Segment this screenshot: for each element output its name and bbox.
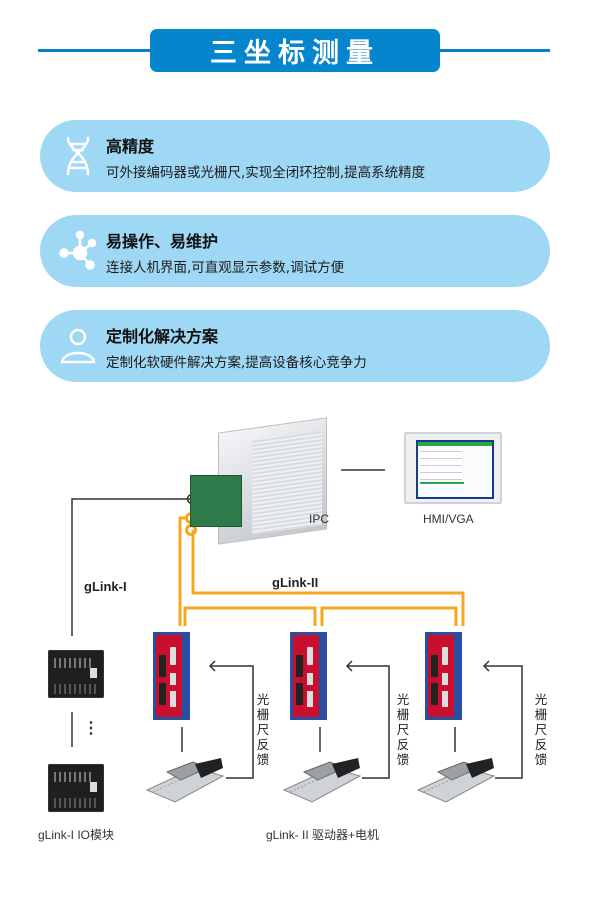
page-title: 三坐标测量 <box>150 29 440 72</box>
feature-title: 高精度 <box>106 137 155 156</box>
feedback-label-2: 光栅尺反馈 <box>396 692 410 767</box>
hmi-screen <box>416 440 494 499</box>
motion-control-card <box>190 475 242 527</box>
feature-description: 可外接编码器或光栅尺,实现全闭环控制,提高系统精度 <box>106 165 426 181</box>
hmi-label: HMI/VGA <box>423 512 474 526</box>
io-module-2 <box>48 764 104 812</box>
network-node-icon <box>59 230 97 270</box>
glink2-line-in <box>178 516 185 626</box>
feature-description: 连接人机界面,可直观显示参数,调试方便 <box>106 260 345 276</box>
glink1-line <box>71 498 190 636</box>
io-module-caption: gLink-I IO模块 <box>38 828 115 842</box>
glink1-label: gLink-I <box>84 579 127 594</box>
feature-description: 定制化软硬件解决方案,提高设备核心竞争力 <box>106 355 367 371</box>
arrow-head-1 <box>208 660 216 672</box>
linear-stage-2 <box>282 758 362 803</box>
feedback-label-1: 光栅尺反馈 <box>256 692 270 767</box>
feedback-line-3 <box>484 665 523 779</box>
servo-drive-2 <box>290 632 327 720</box>
drive-caption: gLink- II 驱动器+电机 <box>266 828 380 842</box>
feature-title: 易操作、易维护 <box>106 232 219 251</box>
glink2-line-link-2-3 <box>320 606 458 626</box>
servo-drive-3 <box>425 632 462 720</box>
glink2-line-link-1-2 <box>183 606 317 626</box>
glink2-label: gLink-II <box>272 575 319 590</box>
linear-stage-3 <box>416 758 496 803</box>
feedback-label-3: 光栅尺反馈 <box>534 692 548 767</box>
arrow-head-3 <box>482 660 490 672</box>
linear-stage-1 <box>145 758 225 803</box>
dna-icon <box>66 136 90 176</box>
title-rule-left <box>38 49 153 52</box>
glink2-line-out <box>191 530 465 626</box>
io-module-1 <box>48 650 104 698</box>
title-rule-right <box>438 49 550 52</box>
feature-card-easy-operation: 易操作、易维护 连接人机界面,可直观显示参数,调试方便 <box>40 215 550 287</box>
feedback-line-1 <box>210 665 254 779</box>
hmi-display <box>404 432 502 504</box>
ipc-label: IPC <box>309 512 330 526</box>
feature-card-precision: 高精度 可外接编码器或光栅尺,实现全闭环控制,提高系统精度 <box>40 120 550 192</box>
feedback-line-2 <box>347 665 390 779</box>
servo-drive-1 <box>153 632 190 720</box>
arrow-head-2 <box>345 660 353 672</box>
feature-card-customization: 定制化解决方案 定制化软硬件解决方案,提高设备核心竞争力 <box>40 310 550 382</box>
feature-title: 定制化解决方案 <box>106 327 219 346</box>
user-icon <box>60 328 96 364</box>
ellipsis-dots: ⋮ <box>83 720 99 737</box>
